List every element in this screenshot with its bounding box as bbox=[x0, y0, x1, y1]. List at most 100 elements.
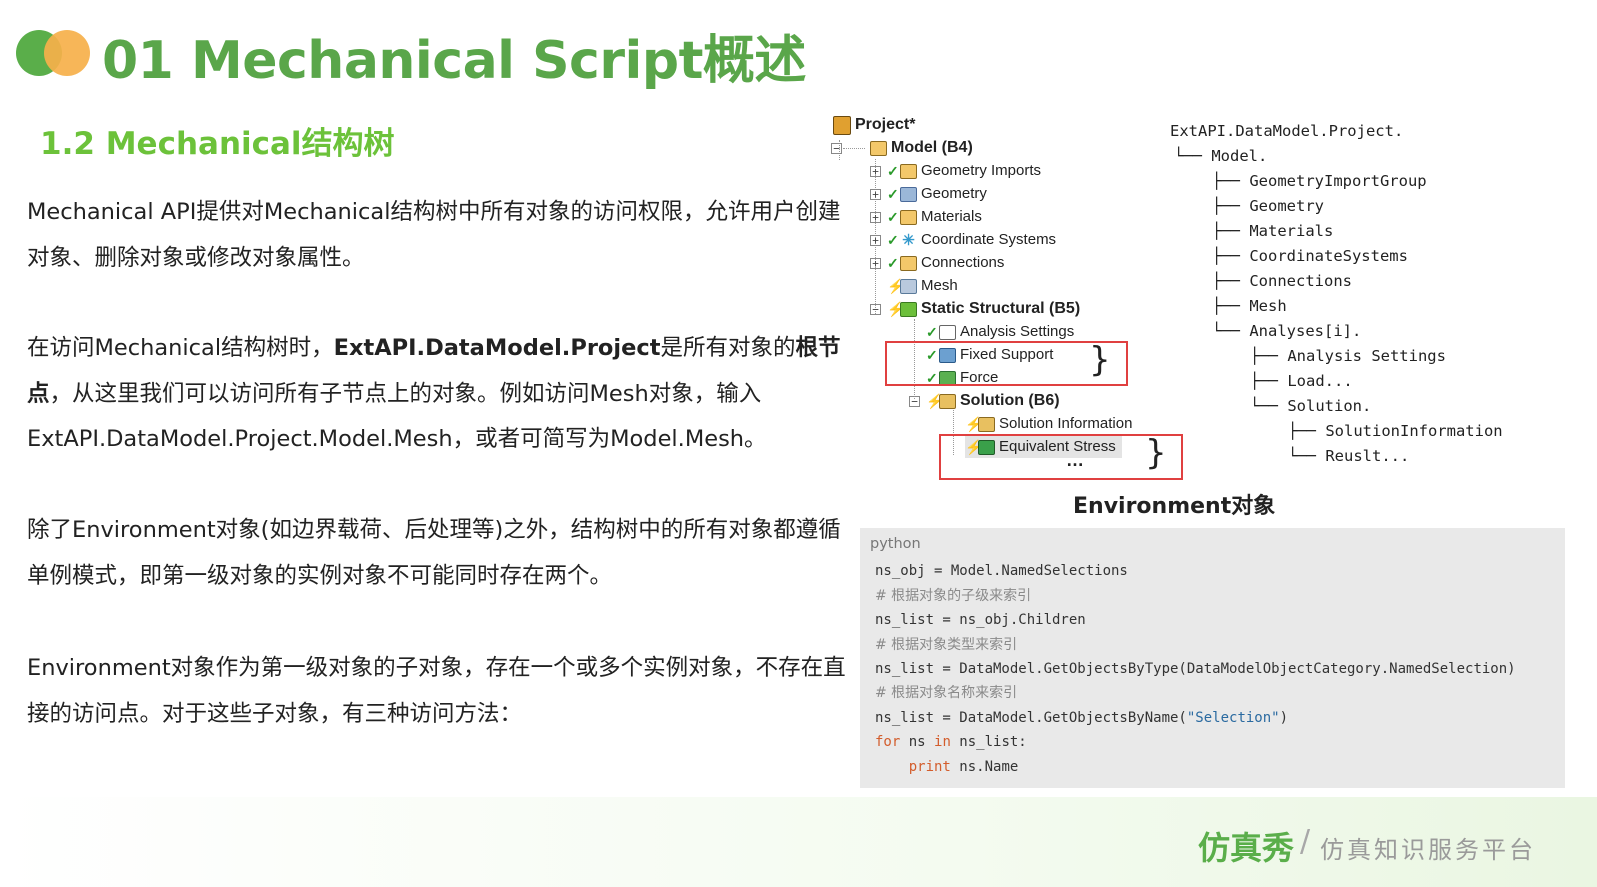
project-icon bbox=[833, 115, 851, 135]
tree-item-label: Model (B4) bbox=[891, 139, 973, 156]
tree-item-force[interactable]: ✓ Force bbox=[926, 367, 998, 389]
code-line: print ns.Name bbox=[875, 755, 1019, 779]
check-icon: ✓ bbox=[887, 209, 899, 225]
code-comment: # 根据对象名称来索引 bbox=[875, 685, 1018, 701]
paragraph-api-intro: Mechanical API提供对Mechanical结构树中所有对象的访问权限… bbox=[27, 199, 841, 271]
lightning-icon: ⚡ bbox=[887, 301, 905, 317]
solution-information-icon bbox=[978, 416, 995, 432]
expand-icon[interactable]: + bbox=[870, 257, 881, 269]
tree-item-model[interactable]: − Model (B4) bbox=[831, 137, 973, 159]
collapse-icon[interactable]: − bbox=[831, 142, 842, 154]
paragraph-root-node-text-e: ，从这里我们可以访问所有子节点上的对象。例如访问Mesh对象，输入ExtAPI.… bbox=[27, 380, 767, 453]
mesh-icon bbox=[900, 278, 917, 294]
api-tree-line: └── Model. bbox=[1174, 147, 1268, 165]
bracket-icon: } bbox=[1145, 433, 1167, 473]
tree-item-label: Solution (B6) bbox=[960, 392, 1060, 409]
tree-item-analysis-settings[interactable]: ✓ Analysis Settings bbox=[926, 321, 1074, 343]
paragraph-root-node-text-c: 是所有对象的 bbox=[660, 335, 796, 361]
solution-icon bbox=[939, 393, 956, 409]
code-line: ns_list = ns_obj.Children bbox=[875, 612, 1086, 628]
brand-tagline: 仿真知识服务平台 bbox=[1320, 836, 1536, 864]
api-tree-line: └── Solution. bbox=[1250, 397, 1372, 415]
paragraph-environment-access: Environment对象作为第一级对象的子对象，存在一个或多个实例对象，不存在… bbox=[27, 655, 846, 727]
code-string: "Selection" bbox=[1186, 710, 1280, 726]
coordinate-systems-icon: ✳ bbox=[900, 232, 917, 248]
analysis-settings-icon bbox=[939, 324, 956, 340]
check-icon: ✓ bbox=[887, 255, 899, 271]
tree-item-label: Geometry Imports bbox=[921, 162, 1042, 179]
tree-item-geometry[interactable]: + ✓ Geometry bbox=[870, 183, 987, 205]
tree-item-project[interactable]: Project* bbox=[833, 114, 915, 136]
mechanical-tree-figure: Project* − Model (B4) + ✓ Geometry Impor… bbox=[825, 110, 1183, 490]
tree-item-label: Materials bbox=[921, 208, 982, 225]
footer-band bbox=[0, 797, 1597, 887]
code-keyword: print bbox=[908, 759, 951, 775]
tree-item-mesh[interactable]: ⚡ Mesh bbox=[887, 275, 958, 297]
code-token: ns.Name bbox=[950, 759, 1019, 775]
expand-icon[interactable]: + bbox=[870, 211, 881, 223]
code-indent bbox=[875, 759, 909, 775]
tree-item-label: Equivalent Stress bbox=[999, 438, 1116, 455]
check-icon: ✓ bbox=[926, 370, 938, 386]
logo-orange-circle bbox=[44, 30, 90, 76]
code-keyword: in bbox=[934, 734, 951, 750]
tree-item-label: Coordinate Systems bbox=[921, 231, 1057, 248]
tree-item-label: Static Structural (B5) bbox=[921, 300, 1081, 317]
tree-item-solution-information[interactable]: ⚡ Solution Information bbox=[965, 413, 1132, 435]
tree-item-materials[interactable]: + ✓ Materials bbox=[870, 206, 982, 228]
tree-item-connections[interactable]: + ✓ Connections bbox=[870, 252, 1004, 274]
tree-item-label: Project* bbox=[855, 116, 916, 133]
code-token: ) bbox=[1279, 710, 1289, 726]
check-icon: ✓ bbox=[887, 186, 899, 202]
expand-icon[interactable]: + bbox=[870, 234, 881, 246]
check-icon: ✓ bbox=[926, 324, 938, 340]
tree-item-label: Solution Information bbox=[999, 415, 1133, 432]
page-title: 01 Mechanical Script概述 bbox=[102, 31, 806, 91]
tree-item-geometry-imports[interactable]: + ✓ Geometry Imports bbox=[870, 160, 1041, 182]
code-comment: # 根据对象的子级来索引 bbox=[875, 588, 1032, 604]
tree-item-label: Mesh bbox=[921, 277, 958, 294]
paragraph-root-node: 在访问Mechanical结构树时，ExtAPI.DataModel.Proje… bbox=[27, 326, 847, 463]
paragraph-singleton: 除了Environment对象(如边界载荷、后处理等)之外，结构树中的所有对象都… bbox=[27, 517, 841, 589]
root-node-emphasis: 根节点 bbox=[27, 335, 841, 407]
fixed-support-icon bbox=[939, 347, 956, 363]
code-line: ns_obj = Model.NamedSelections bbox=[875, 563, 1128, 579]
code-comment: # 根据对象类型来索引 bbox=[875, 637, 1018, 653]
tree-item-coordinate-systems[interactable]: + ✓ ✳ Coordinate Systems bbox=[870, 229, 1056, 251]
api-tree-line: ├── CoordinateSystems bbox=[1212, 247, 1408, 265]
collapse-icon[interactable]: − bbox=[909, 395, 920, 407]
logo-circles-icon bbox=[16, 30, 92, 76]
tree-item-label: Force bbox=[960, 369, 999, 386]
api-tree-line: ├── Materials bbox=[1212, 222, 1334, 240]
environment-highlight-box bbox=[885, 341, 1128, 386]
tree-item-label: Analysis Settings bbox=[960, 323, 1075, 340]
expand-icon[interactable]: + bbox=[870, 165, 881, 177]
lightning-icon: ⚡ bbox=[926, 393, 944, 409]
code-token: ns_list = DataModel.GetObjectsByName( bbox=[875, 710, 1187, 726]
api-tree-line: ├── Geometry bbox=[1212, 197, 1324, 215]
connections-icon bbox=[900, 255, 917, 271]
static-structural-icon bbox=[900, 301, 917, 317]
code-block[interactable]: python ns_obj = Model.NamedSelections # … bbox=[860, 528, 1565, 788]
tree-item-fixed-support[interactable]: ✓ Fixed Support bbox=[926, 344, 1053, 366]
brand-logo: 仿真秀 bbox=[1198, 829, 1295, 867]
bracket-icon: } bbox=[1089, 340, 1111, 380]
code-line: ns_list = DataModel.GetObjectsByType(Dat… bbox=[875, 661, 1516, 677]
api-tree-line: ├── Mesh bbox=[1212, 297, 1287, 315]
api-tree-line: └── Analyses[i]. bbox=[1212, 322, 1362, 340]
tree-item-solution[interactable]: − ⚡ Solution (B6) bbox=[909, 390, 1060, 412]
tree-item-label: Geometry bbox=[921, 185, 987, 202]
collapse-icon[interactable]: − bbox=[870, 303, 881, 315]
api-tree-line: └── Reuslt... bbox=[1288, 447, 1410, 465]
expand-icon[interactable]: + bbox=[870, 188, 881, 200]
tree-ellipsis: … bbox=[1066, 450, 1085, 470]
tree-item-equivalent-stress[interactable]: ⚡ Equivalent Stress bbox=[965, 436, 1122, 458]
lightning-icon: ⚡ bbox=[887, 278, 905, 294]
code-line: for ns in ns_list: bbox=[875, 730, 1027, 754]
api-tree-line: ├── Load... bbox=[1250, 372, 1353, 390]
paragraph-root-node-text-a: 在访问Mechanical结构树时， bbox=[27, 335, 334, 361]
brand-separator: / bbox=[1300, 824, 1311, 859]
tree-item-static-structural[interactable]: − ⚡ Static Structural (B5) bbox=[870, 298, 1080, 320]
tree-item-label: Fixed Support bbox=[960, 346, 1054, 363]
check-icon: ✓ bbox=[887, 232, 899, 248]
